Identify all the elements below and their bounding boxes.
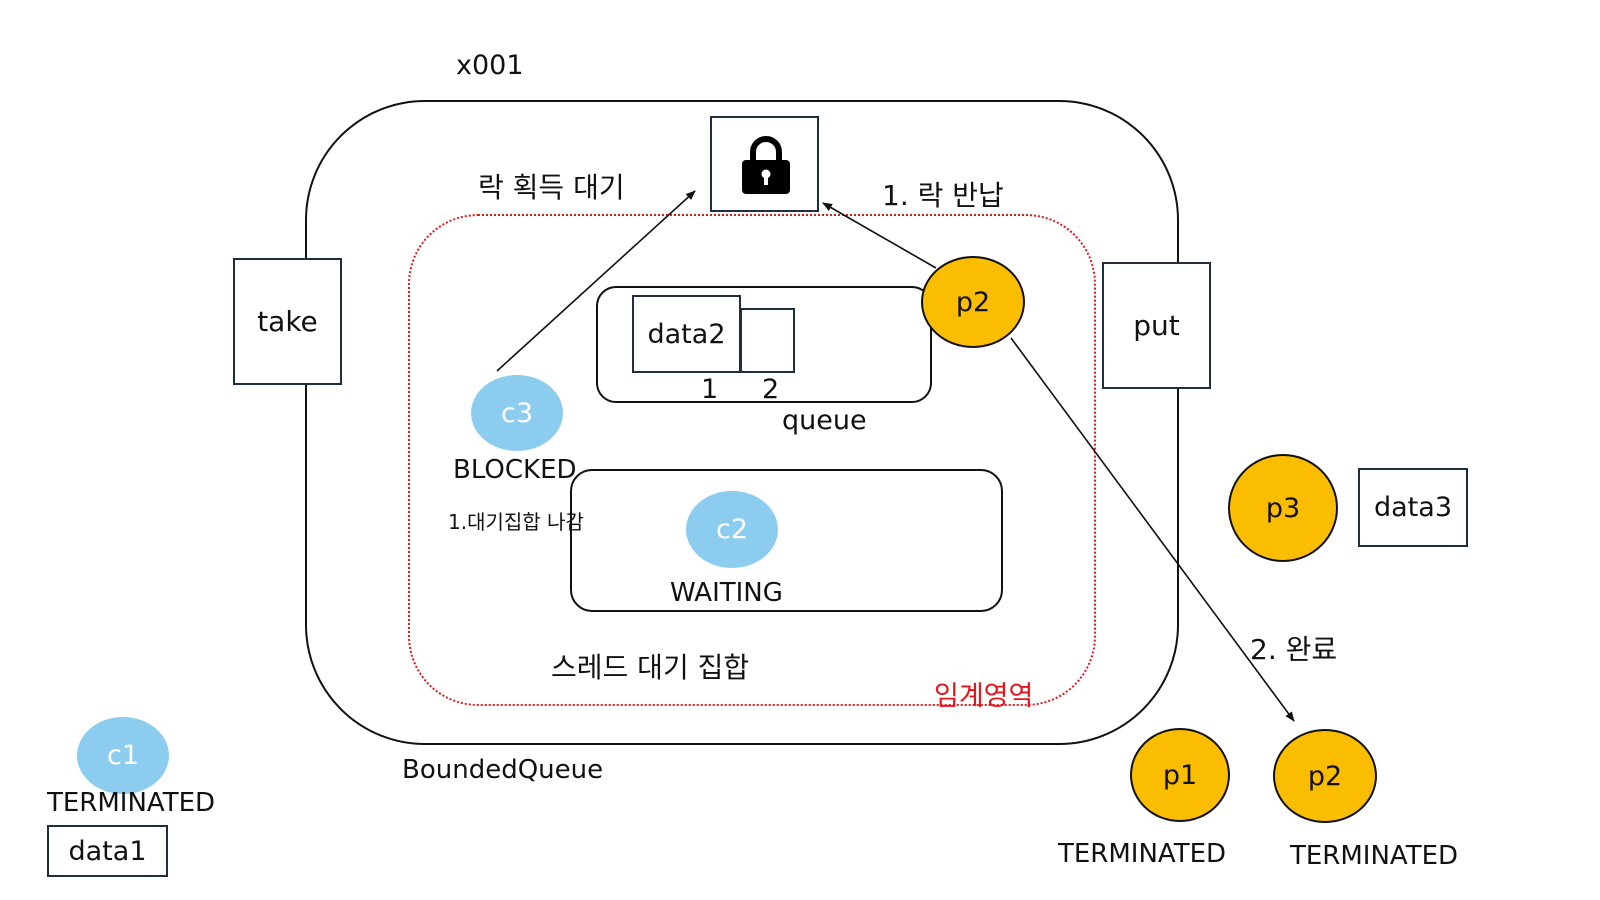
thread-p3: p3 — [1228, 454, 1338, 562]
thread-p2-active: p2 — [921, 256, 1025, 348]
thread-c1: c1 — [77, 717, 169, 794]
queue-slot-1: data2 — [632, 295, 741, 373]
thread-c1-state: TERMINATED — [47, 788, 216, 818]
thread-p3-data: data3 — [1358, 468, 1468, 547]
thread-c2-state: WAITING — [670, 578, 783, 608]
leave-wait-set-label: 1.대기집합 나감 — [448, 510, 584, 534]
thread-p2-done: p2 — [1273, 729, 1377, 823]
wait-set-label: 스레드 대기 집합 — [551, 651, 750, 684]
critical-section-label: 임계영역 — [934, 681, 1034, 712]
bounded-queue-label: BoundedQueue — [402, 755, 604, 785]
thread-p1-state: TERMINATED — [1058, 839, 1227, 869]
lock-wait-label: 락 획득 대기 — [478, 171, 625, 204]
put-method-box: put — [1102, 262, 1211, 389]
queue-label: queue — [782, 405, 867, 436]
take-method-box: take — [233, 258, 342, 385]
queue-slot-2-index: 2 — [762, 374, 780, 405]
lock-icon — [742, 136, 790, 194]
lock-return-label: 1. 락 반납 — [882, 179, 1004, 212]
thread-c2: c2 — [686, 491, 778, 568]
thread-c3: c3 — [471, 375, 563, 451]
queue-slot-2 — [740, 308, 795, 373]
instance-label: x001 — [456, 50, 524, 81]
wait-set-container — [570, 469, 1003, 612]
lock-box — [710, 116, 819, 212]
thread-c1-data: data1 — [47, 825, 168, 877]
thread-p1: p1 — [1130, 728, 1230, 822]
thread-p2-done-state: TERMINATED — [1290, 841, 1459, 871]
done-label: 2. 완료 — [1250, 633, 1338, 666]
thread-c3-state: BLOCKED — [453, 455, 577, 485]
queue-slot-1-index: 1 — [701, 374, 719, 405]
